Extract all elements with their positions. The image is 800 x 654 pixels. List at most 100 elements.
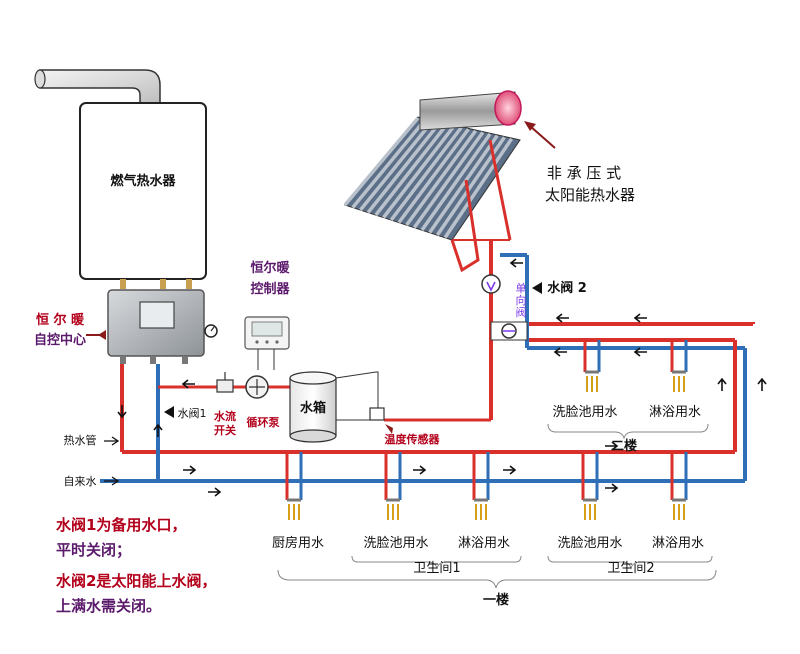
control-center-arrow-icon <box>98 330 106 340</box>
solar-riser <box>481 240 529 420</box>
solar-tube <box>412 131 485 229</box>
pipe-network <box>100 258 767 520</box>
flow-arrow-icon <box>553 347 567 357</box>
flow-arrow-icon <box>183 465 197 475</box>
control-center-port <box>182 356 188 364</box>
tap-water-arrow-icon <box>104 476 120 486</box>
solar-arrow-icon <box>524 121 536 131</box>
flow-switch-body <box>216 379 234 393</box>
bath1-brace <box>351 555 522 570</box>
solar-title-2: 太阳能热水器 <box>545 186 635 204</box>
water-tank-bottom <box>289 429 337 443</box>
kitchen-label: 厨房用水 <box>272 535 324 551</box>
f1-basin1-label: 洗脸池用水 <box>363 536 428 551</box>
valve2-pointer-icon <box>532 282 542 294</box>
gas-heater-fitting <box>160 279 166 289</box>
gas-water-heater: 燃气热水器 <box>34 69 207 289</box>
check-valve-label-2: 向 <box>516 293 527 307</box>
solar-tube <box>366 121 441 214</box>
flow-arrow-icon <box>757 377 767 391</box>
gas-heater-fitting <box>120 279 126 289</box>
solar-valve-arrow-icon <box>486 281 496 292</box>
flow-arrow-icon <box>181 379 195 389</box>
flow-arrow-icon <box>153 423 163 437</box>
flow-switch-label-1: 水流 <box>214 409 236 423</box>
solar-arrow-line <box>529 125 556 149</box>
control-center <box>107 289 205 364</box>
thermostat-button-icon <box>255 340 259 344</box>
flow-arrow-icon <box>509 258 523 268</box>
control-center-label-2: 自控中心 <box>34 332 86 348</box>
controller-title-1: 恒尔暖 <box>250 260 290 276</box>
control-center-port <box>120 356 126 364</box>
solar-tube <box>374 123 449 217</box>
tap-water-label: 自来水 <box>64 475 97 488</box>
floor2-brace <box>547 423 709 440</box>
controller-title-2: 控制器 <box>250 281 290 297</box>
bath2-brace <box>547 555 713 570</box>
solar-title-1: 非 承 压 式 <box>547 164 621 182</box>
solar-tube <box>359 120 434 212</box>
temp-sensor-label: 温度传感器 <box>385 432 441 446</box>
solar-tube <box>389 126 463 222</box>
control-center-label-1: 恒 尔 暖 <box>36 312 85 328</box>
flow-switch <box>216 372 234 393</box>
flue-pipe <box>39 69 161 106</box>
check-valve-label-3: 阀 <box>516 305 527 319</box>
flow-arrow-icon <box>605 441 619 451</box>
valve2-label: 水阀 2 <box>547 280 587 296</box>
pressure-gauge-needle <box>210 326 215 332</box>
hot-pipe-arrow-icon <box>104 436 120 446</box>
solar-valve-icon <box>481 274 501 294</box>
pump-label: 循环泵 <box>247 415 280 429</box>
thermostat-button-icon <box>275 340 279 344</box>
water-tank-body <box>289 377 337 437</box>
floor2-label: 二楼 <box>611 438 637 454</box>
hot-pipe-label: 热水管 <box>64 433 97 447</box>
flow-arrow-icon <box>413 465 427 475</box>
flow-arrow-icon <box>633 347 647 357</box>
circulation-pump <box>245 375 269 399</box>
thermostat-screen <box>251 321 283 337</box>
control-center-screen <box>139 301 175 329</box>
pump-cross-icon <box>249 379 265 395</box>
solar-tube <box>420 132 492 232</box>
flow-arrow-icon <box>117 405 127 419</box>
control-center-port <box>150 356 156 364</box>
solar-stand-leg <box>488 139 512 241</box>
water-tank-top <box>289 371 337 385</box>
note1-line1: 水阀1为备用水口， <box>56 516 186 534</box>
solar-tube <box>405 129 478 227</box>
flow-arrow-icon <box>605 483 619 493</box>
flue-pipe-end <box>34 69 46 89</box>
flow-arrow-icon <box>717 377 727 391</box>
solar-tube <box>397 128 470 224</box>
flow-arrow-icon <box>633 313 647 323</box>
thermostat-controller <box>244 316 290 350</box>
valve1-pointer-icon <box>164 406 174 418</box>
gas-heater-label: 燃气热水器 <box>110 173 176 189</box>
check-valve-label-1: 单 <box>516 282 527 295</box>
note1-line2: 平时关闭； <box>56 541 131 559</box>
solar-tank-body <box>419 91 516 131</box>
bath1-label: 卫生间1 <box>413 561 460 576</box>
solar-tank-end <box>494 90 522 126</box>
flow-arrow-icon <box>555 313 569 323</box>
solar-tube <box>443 137 514 239</box>
solar-tube <box>428 134 499 234</box>
solar-stand <box>450 179 480 273</box>
solar-water-heater <box>343 90 522 273</box>
f1-shower1-label: 淋浴用水 <box>458 536 510 551</box>
flow-switch-label-2: 开关 <box>214 423 236 437</box>
note2-line1: 水阀2是太阳能上水阀， <box>56 572 216 590</box>
flow-arrow-icon <box>208 487 222 497</box>
solar-tube <box>351 118 427 209</box>
f2-shower-label: 淋浴用水 <box>649 405 701 420</box>
floor1-label: 一楼 <box>483 592 509 608</box>
water-tank <box>289 371 337 443</box>
sensor-wire <box>335 371 379 408</box>
gas-heater-fitting <box>186 279 192 289</box>
bath2-label: 卫生间2 <box>607 561 654 576</box>
